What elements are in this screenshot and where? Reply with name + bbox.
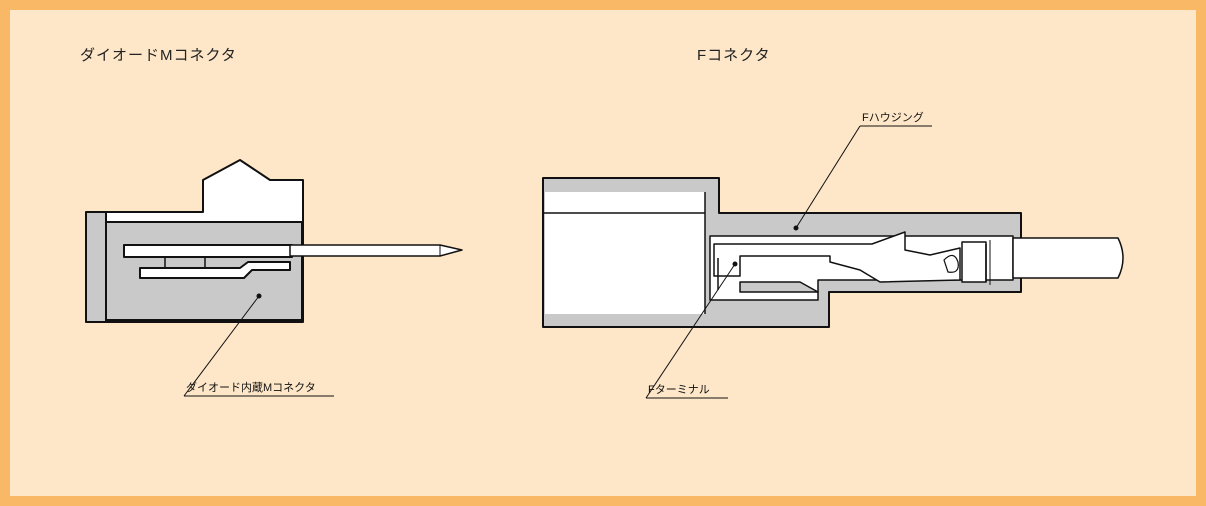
f-housing-label: Fハウジング [862, 110, 924, 124]
diode-m-leader [183, 293, 334, 397]
f-connector-title: Fコネクタ [697, 47, 771, 64]
diode-builtin-m-connector-label: ダイオード内蔵Mコネクタ [186, 380, 316, 394]
f-housing-leader [793, 125, 932, 231]
f-connector-drawing [542, 177, 1124, 328]
f-housing-front-face [545, 192, 705, 314]
diode-m-connector-drawing [85, 159, 463, 323]
f-terminal-label: Fターミナル [648, 383, 710, 396]
diode-m-connector-title: ダイオードMコネクタ [80, 47, 237, 64]
f-terminal-shape [713, 231, 961, 283]
m-connector-pin [289, 244, 463, 257]
f-cable [1012, 237, 1124, 279]
m-connector-lower-slot [139, 261, 291, 279]
m-connector-upper-slot [123, 244, 293, 258]
m-connector-flange [85, 211, 107, 323]
f-terminal-leader [645, 261, 738, 399]
